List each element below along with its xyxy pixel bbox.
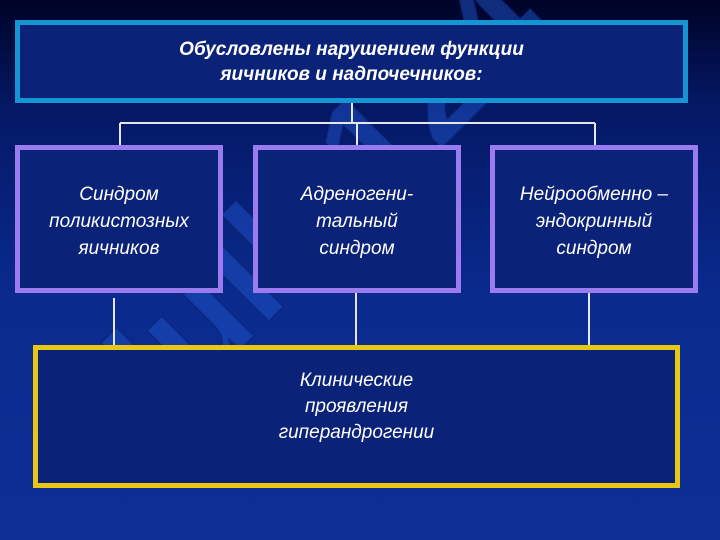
child-box-pcos-text: Синдром поликистозных яичников [49,184,189,259]
child-box-adrenogenital: Адреногени- тальный синдром [253,145,461,293]
root-box-text: Обусловлены нарушением функции яичников … [179,39,524,85]
child-box-neuroendocrine: Нейрообменно – эндокринный синдром [490,145,698,293]
result-box-text: Клинические проявления гиперандрогении [278,370,435,443]
child-box-pcos: Синдром поликистозных яичников [15,145,223,293]
child-box-adrenogenital-text: Адреногени- тальный синдром [300,184,414,259]
child-box-neuroendocrine-text: Нейрообменно – эндокринный синдром [519,184,669,259]
root-box: Обусловлены нарушением функции яичников … [15,20,688,103]
result-box: Клинические проявления гиперандрогении [33,345,680,488]
